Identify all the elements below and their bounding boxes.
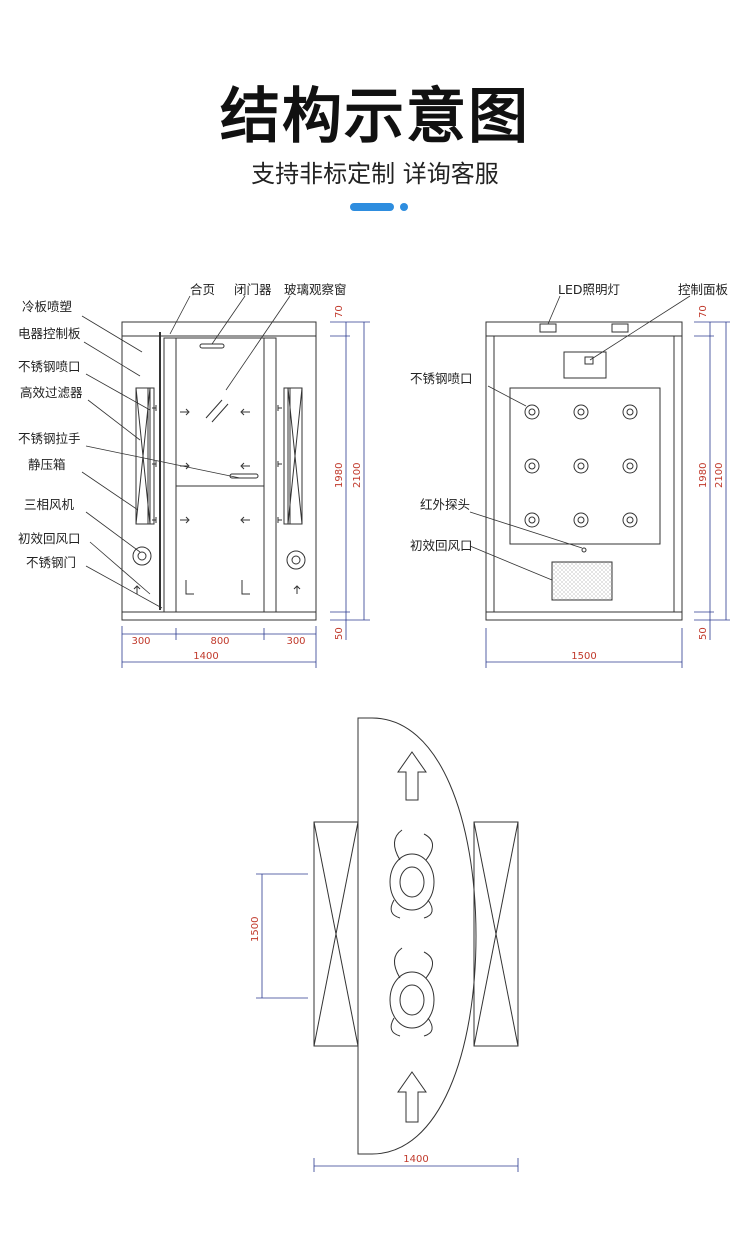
dim-center-800: 800 [210, 636, 229, 647]
front-right-filter [287, 387, 303, 525]
label-door-closer: 闭门器 [234, 282, 272, 297]
dim-front-total-1400: 1400 [193, 651, 218, 662]
label-steel-handle: 不锈钢拉手 [18, 431, 81, 446]
front-dim-labels: 300 800 300 1400 70 1980 2100 50 [131, 305, 363, 662]
front-right-fan [286, 550, 306, 570]
front-nozzles [152, 405, 282, 523]
label-plenum-box: 静压箱 [28, 457, 66, 472]
person-icon-1 [389, 829, 435, 919]
decor-dot [400, 203, 408, 211]
page-title: 结构示意图 [220, 82, 530, 152]
side-labels: LED照明灯 控制面板 不锈钢喷口 红外探头 初效回风口 [410, 282, 729, 553]
label-steel-nozzle: 不锈钢喷口 [18, 359, 81, 374]
label-hinge: 合页 [190, 282, 215, 297]
side-outer-frame [485, 321, 683, 621]
dim-side-2100: 2100 [714, 463, 725, 488]
plan-room-outline [357, 717, 477, 1155]
person-icon-2 [389, 947, 435, 1037]
plan-view [313, 717, 519, 1155]
label-electric-control-board: 电器控制板 [18, 326, 81, 341]
label-side-steel-nozzle: 不锈钢喷口 [410, 371, 473, 386]
label-steel-door: 不锈钢门 [26, 555, 76, 570]
side-dimensions [485, 321, 730, 668]
dim-side-1500: 1500 [571, 651, 596, 662]
dim-left-300: 300 [131, 636, 150, 647]
dim-front-2100: 2100 [352, 463, 363, 488]
side-dim-labels: 1500 70 1980 2100 50 [571, 305, 725, 662]
plan-right-module [473, 821, 519, 1047]
plan-dim-labels: 1500 1400 [250, 917, 429, 1165]
dim-front-1980: 1980 [334, 463, 345, 488]
front-door-opening [175, 337, 265, 613]
label-control-panel: 控制面板 [678, 282, 729, 297]
plan-dimensions [256, 873, 519, 1172]
decor-bar [350, 203, 394, 211]
plan-arrow-top [397, 751, 427, 801]
label-primary-return-vent: 初效回风口 [18, 531, 81, 546]
page-subtitle: 支持非标定制 详询客服 [251, 160, 499, 188]
label-side-return-vent: 初效回风口 [410, 538, 473, 553]
dim-plan-1400: 1400 [403, 1154, 428, 1165]
dim-plan-1500: 1500 [250, 917, 261, 942]
front-outer-frame [121, 321, 317, 621]
side-control-panel [563, 351, 607, 379]
front-left-fan [132, 546, 152, 566]
dim-side-70: 70 [698, 305, 709, 318]
front-view [121, 321, 317, 621]
label-infrared-probe: 红外探头 [420, 497, 470, 512]
label-glass-window: 玻璃观察窗 [284, 282, 347, 297]
side-leaders [469, 295, 691, 581]
side-return-vent [551, 561, 613, 601]
label-led-light: LED照明灯 [558, 282, 620, 297]
side-nozzles [524, 404, 638, 528]
plan-arrow-bottom [397, 1071, 427, 1123]
dim-side-50: 50 [698, 627, 709, 640]
side-led-light [539, 323, 557, 333]
front-dimensions [121, 321, 370, 668]
dim-side-1980: 1980 [698, 463, 709, 488]
side-nozzle-panel [509, 387, 661, 545]
front-labels: 冷板喷塑 电器控制板 不锈钢喷口 高效过滤器 不锈钢拉手 静压箱 三相风机 初效… [18, 282, 347, 570]
dim-front-70: 70 [334, 305, 345, 318]
dim-front-50: 50 [334, 627, 345, 640]
front-leaders [81, 295, 291, 609]
label-hepa-filter: 高效过滤器 [20, 385, 83, 400]
label-cold-plate: 冷板喷塑 [22, 299, 72, 314]
dim-right-300: 300 [286, 636, 305, 647]
side-view [485, 321, 683, 621]
label-three-phase-fan: 三相风机 [24, 497, 75, 512]
